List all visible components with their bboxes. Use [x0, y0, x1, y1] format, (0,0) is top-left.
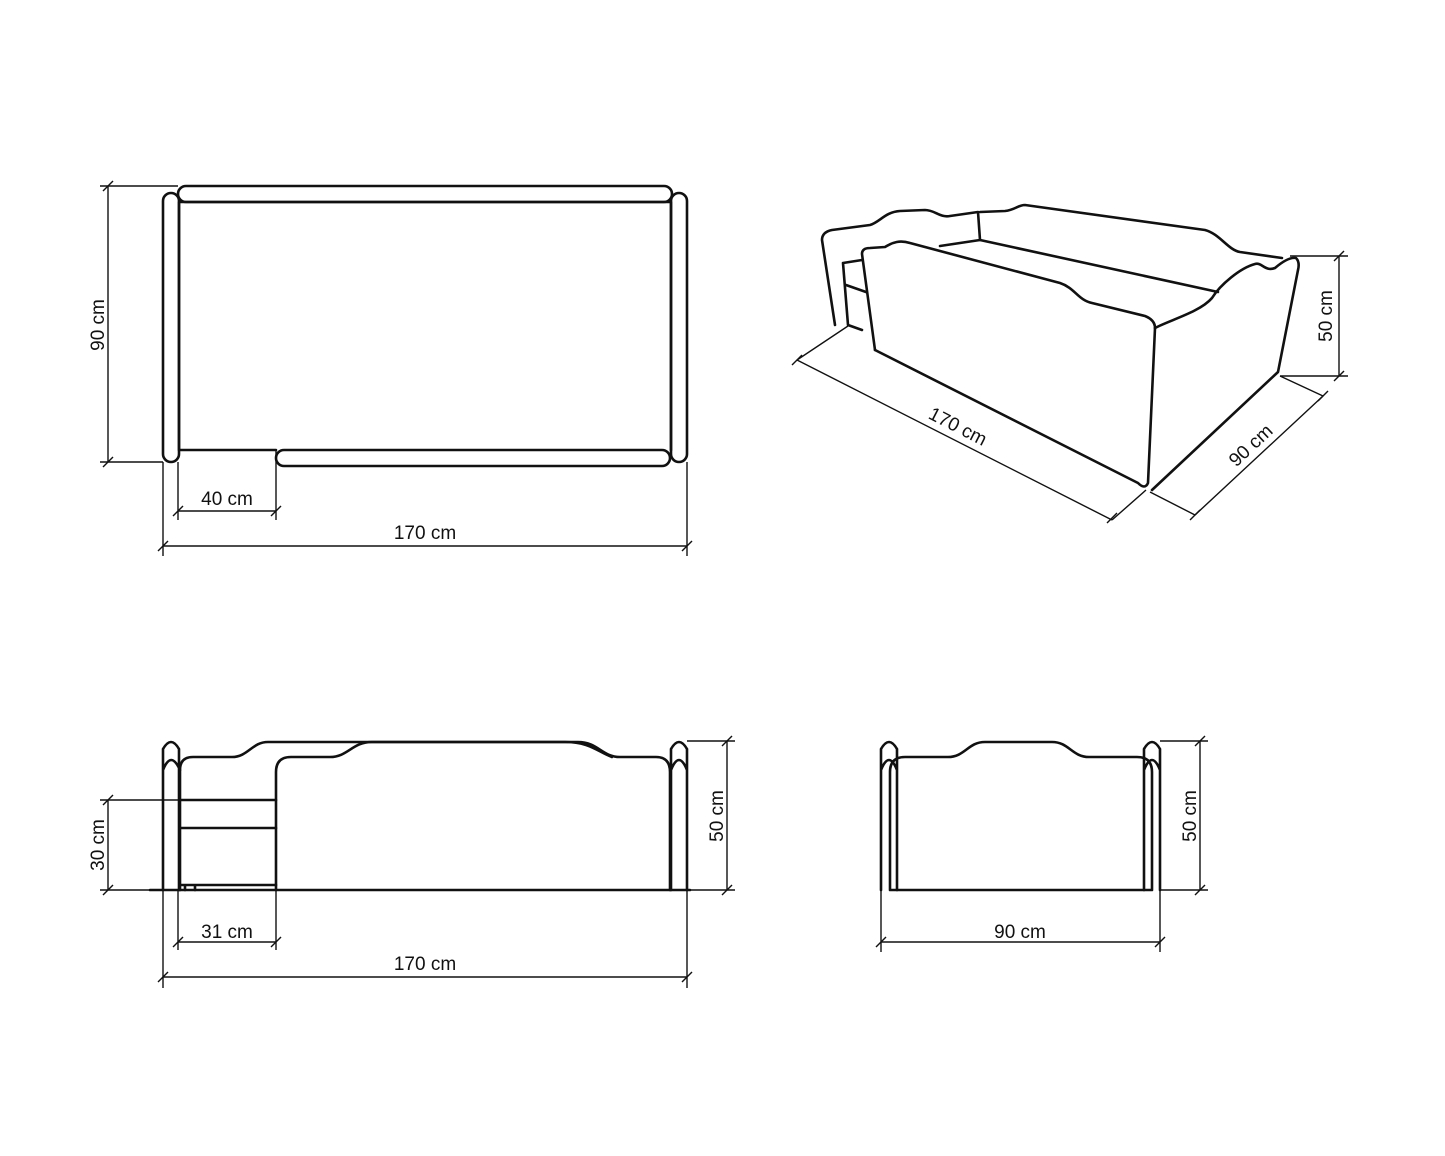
top-left-post	[161, 191, 181, 464]
iso-height-label: 50 cm	[1316, 290, 1337, 342]
front-drawer-height-label: 30 cm	[88, 819, 109, 871]
side-panel	[888, 740, 1154, 892]
iso-right-end-panel	[1150, 256, 1300, 492]
iso-mattress-edge	[978, 238, 1220, 294]
front-drawer	[178, 798, 278, 892]
iso-front-panel	[873, 326, 1157, 488]
top-right-post	[669, 191, 689, 464]
iso-back-panel	[978, 203, 1284, 260]
top-length-label: 170 cm	[394, 523, 456, 544]
front-height-label: 50 cm	[707, 790, 728, 842]
top-view: 90 cm 40 cm 170 cm	[88, 180, 693, 556]
side-width-label: 90 cm	[994, 922, 1046, 943]
top-front-rail	[274, 448, 672, 468]
front-panel	[274, 740, 614, 892]
front-backrest	[178, 740, 672, 892]
side-right-post	[1142, 740, 1162, 892]
front-drawer-width-label: 31 cm	[201, 922, 253, 943]
side-view: 50 cm 90 cm	[875, 735, 1208, 952]
side-left-post	[879, 740, 899, 892]
front-view: 30 cm 50 cm 31 cm 170 cm	[88, 735, 735, 988]
iso-length-label: 170 cm	[925, 404, 990, 451]
top-back-rail	[176, 184, 674, 204]
isometric-view: 170 cm 90 cm 50 cm	[791, 203, 1348, 524]
top-mattress-area	[177, 200, 673, 452]
front-length-label: 170 cm	[394, 954, 456, 975]
top-opening-label: 40 cm	[201, 489, 253, 510]
side-height-label: 50 cm	[1180, 790, 1201, 842]
top-width-label: 90 cm	[88, 299, 109, 351]
front-left-post	[161, 740, 182, 892]
iso-front-panel-top	[860, 240, 1157, 352]
iso-left-end-panel	[820, 208, 982, 327]
iso-drawer	[841, 258, 868, 332]
front-right-post	[669, 740, 689, 892]
